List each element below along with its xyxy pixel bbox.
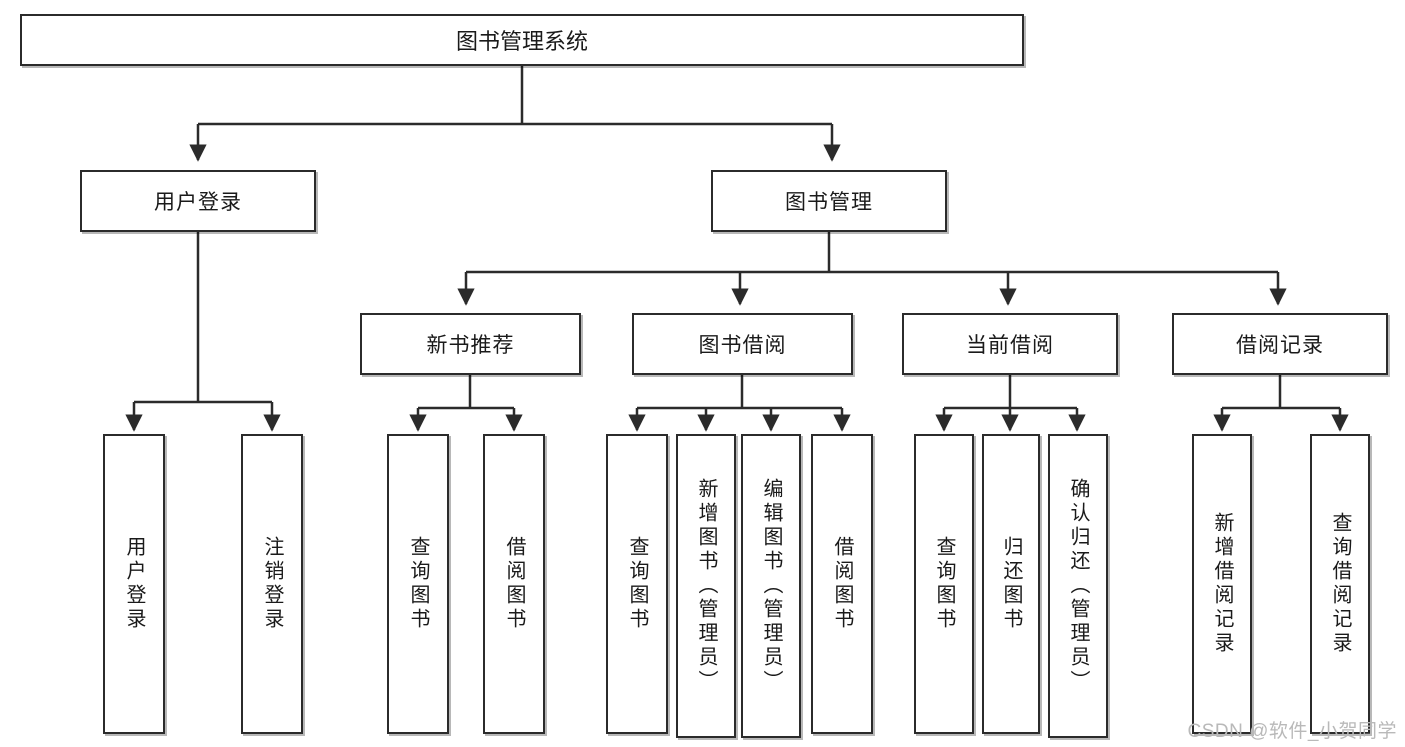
node-leaf-borrow-book-2-label: 借阅图书 (831, 536, 853, 632)
node-user-login[interactable]: 用户登录 (80, 170, 316, 232)
node-leaf-add-book[interactable]: 新增图书（管理员） (676, 434, 736, 738)
node-root-label: 图书管理系统 (455, 29, 588, 54)
node-leaf-return-book-label: 归还图书 (1000, 536, 1022, 632)
node-leaf-add-record-label: 新增借阅记录 (1211, 512, 1233, 656)
node-leaf-add-record[interactable]: 新增借阅记录 (1192, 434, 1252, 734)
node-leaf-query-book-3[interactable]: 查询图书 (914, 434, 974, 734)
node-leaf-return-book[interactable]: 归还图书 (982, 434, 1040, 734)
node-book-borrow-label: 图书借阅 (698, 334, 787, 357)
node-leaf-confirm-return-label: 确认归还（管理员） (1067, 478, 1089, 694)
node-leaf-user-login[interactable]: 用户登录 (103, 434, 165, 734)
node-leaf-user-logout[interactable]: 注销登录 (241, 434, 303, 734)
node-book-manage[interactable]: 图书管理 (711, 170, 947, 232)
node-leaf-edit-book-label: 编辑图书（管理员） (760, 478, 782, 694)
watermark: CSDN @软件_小贺同学 (1187, 721, 1397, 742)
node-root[interactable]: 图书管理系统 (20, 14, 1024, 66)
node-leaf-user-logout-label: 注销登录 (261, 536, 283, 632)
node-leaf-query-book-2[interactable]: 查询图书 (606, 434, 668, 734)
node-leaf-query-record[interactable]: 查询借阅记录 (1310, 434, 1370, 734)
node-current-borrow[interactable]: 当前借阅 (902, 313, 1118, 375)
node-borrow-record-label: 借阅记录 (1236, 334, 1324, 357)
node-new-book-rec-label: 新书推荐 (426, 334, 515, 357)
node-leaf-query-book-3-label: 查询图书 (933, 536, 955, 632)
node-leaf-query-book-2-label: 查询图书 (626, 536, 648, 632)
node-leaf-query-book-1[interactable]: 查询图书 (387, 434, 449, 734)
node-leaf-add-book-label: 新增图书（管理员） (695, 478, 717, 694)
node-leaf-borrow-book-1[interactable]: 借阅图书 (483, 434, 545, 734)
node-leaf-query-record-label: 查询借阅记录 (1329, 512, 1351, 656)
node-book-manage-label: 图书管理 (785, 191, 873, 214)
node-leaf-borrow-book-1-label: 借阅图书 (503, 536, 525, 632)
node-book-borrow[interactable]: 图书借阅 (632, 313, 853, 375)
node-borrow-record[interactable]: 借阅记录 (1172, 313, 1388, 375)
node-leaf-borrow-book-2[interactable]: 借阅图书 (811, 434, 873, 734)
node-user-login-label: 用户登录 (154, 191, 242, 214)
node-new-book-rec[interactable]: 新书推荐 (360, 313, 581, 375)
node-leaf-user-login-label: 用户登录 (123, 536, 145, 632)
node-leaf-confirm-return[interactable]: 确认归还（管理员） (1048, 434, 1108, 738)
node-leaf-query-book-1-label: 查询图书 (407, 536, 429, 632)
node-leaf-edit-book[interactable]: 编辑图书（管理员） (741, 434, 801, 738)
node-current-borrow-label: 当前借阅 (966, 334, 1054, 357)
